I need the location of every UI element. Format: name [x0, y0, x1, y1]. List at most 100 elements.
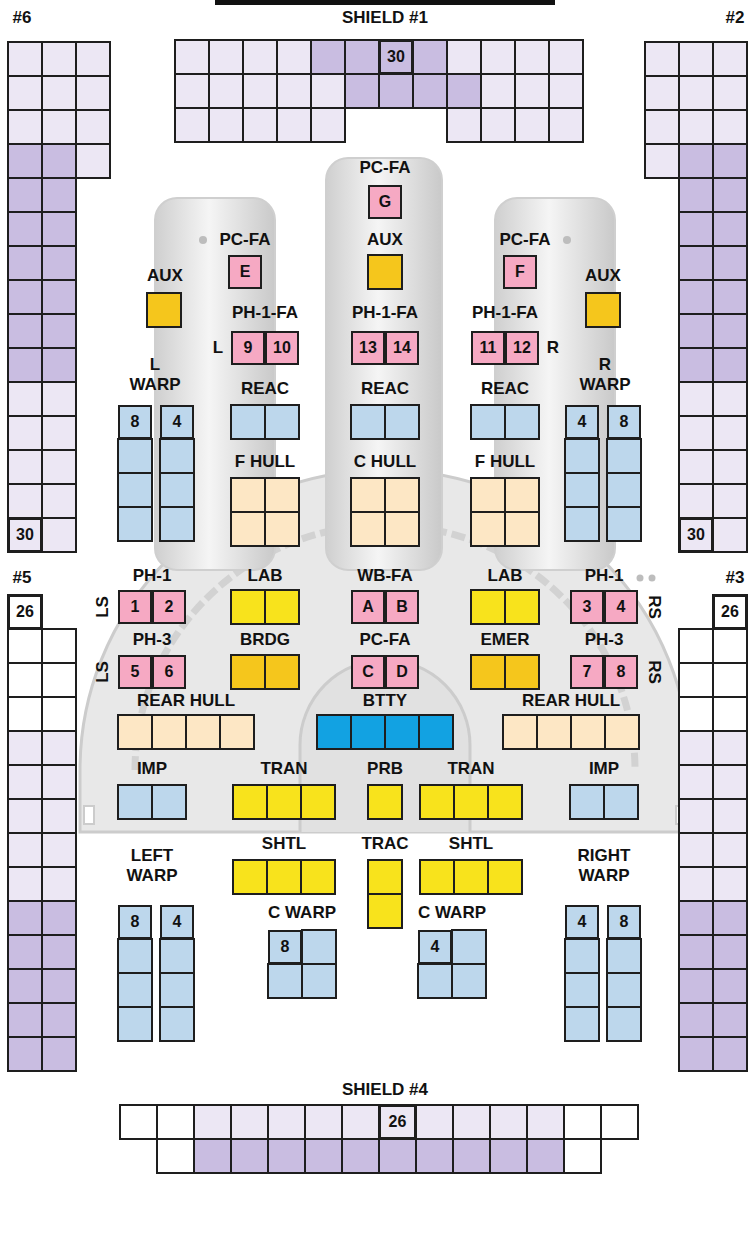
system-cell	[679, 518, 713, 552]
system-cell	[231, 405, 265, 439]
box-number: 2	[165, 599, 174, 615]
system-cell	[379, 40, 413, 74]
system-cell	[265, 655, 299, 689]
box-number: A	[362, 599, 374, 615]
system-cell	[679, 76, 713, 110]
system-cell	[302, 930, 336, 964]
system-cell	[420, 860, 454, 894]
system-cell	[42, 697, 76, 731]
system-label: BRDG	[240, 630, 290, 650]
system-cell	[277, 74, 311, 108]
system-cell	[194, 1105, 231, 1139]
system-box: B	[385, 590, 419, 624]
system-cell	[571, 715, 605, 749]
system-label: WB-FA	[357, 566, 413, 586]
system-cell	[607, 973, 641, 1007]
title-bar	[215, 0, 555, 5]
system-cell	[416, 1139, 453, 1173]
system-cell	[713, 382, 747, 416]
system-cell	[549, 108, 583, 142]
system-label: SHTL	[262, 834, 306, 854]
box-number: 8	[131, 414, 140, 430]
system-cell	[713, 731, 747, 765]
system-cell	[302, 964, 336, 998]
system-cell	[505, 405, 539, 439]
system-cell	[379, 74, 413, 108]
system-cell	[8, 697, 42, 731]
system-cell	[471, 512, 505, 546]
system-cell	[277, 108, 311, 142]
system-cell	[713, 518, 747, 552]
system-cell	[147, 293, 181, 327]
system-cell	[42, 314, 76, 348]
box-number: 1	[131, 599, 140, 615]
system-box: 30	[379, 40, 413, 74]
system-cell	[713, 110, 747, 144]
system-cell	[565, 973, 599, 1007]
system-cell	[713, 212, 747, 246]
system-cell	[160, 439, 194, 473]
system-cell	[565, 1007, 599, 1041]
system-cell	[342, 1139, 379, 1173]
system-cell	[447, 108, 481, 142]
system-cell	[42, 416, 76, 450]
system-cell	[385, 405, 419, 439]
system-cell	[527, 1105, 564, 1139]
hull-light	[637, 575, 644, 582]
system-cell	[488, 785, 522, 819]
system-cell	[447, 40, 481, 74]
system-cell	[8, 731, 42, 765]
system-cell	[42, 833, 76, 867]
system-box: F	[503, 255, 537, 289]
system-cell	[607, 507, 641, 541]
box-number: 30	[16, 527, 34, 543]
hull-notch	[84, 806, 94, 824]
system-cell	[481, 108, 515, 142]
system-label: PRB	[367, 759, 403, 779]
system-cell	[679, 382, 713, 416]
system-cell	[679, 484, 713, 518]
system-label: REAC	[481, 379, 529, 399]
system-cell	[607, 439, 641, 473]
system-cell	[231, 655, 265, 689]
system-cell	[311, 74, 345, 108]
system-cell	[368, 255, 402, 289]
system-box: A	[351, 590, 385, 624]
system-label: SHIELD #1	[342, 8, 428, 28]
system-label: PC-FA	[360, 158, 411, 178]
system-cell	[471, 590, 505, 624]
system-cell	[413, 74, 447, 108]
system-cell	[8, 416, 42, 450]
system-cell	[8, 1003, 42, 1037]
system-cell	[175, 74, 209, 108]
system-label: RS	[644, 660, 664, 684]
system-cell	[679, 697, 713, 731]
system-cell	[452, 964, 486, 998]
box-number: 10	[273, 340, 291, 356]
system-cell	[453, 1105, 490, 1139]
system-box: 1	[118, 590, 152, 624]
system-cell	[265, 405, 299, 439]
system-box: 30	[679, 518, 713, 552]
system-box: 11	[471, 331, 505, 365]
system-box: 26	[713, 595, 747, 629]
box-number: 8	[620, 414, 629, 430]
system-label: PC-FA	[220, 230, 271, 250]
system-cell	[8, 595, 42, 629]
system-label: TRAN	[260, 759, 307, 779]
system-cell	[8, 799, 42, 833]
system-cell	[42, 867, 76, 901]
system-cell	[385, 715, 419, 749]
box-number: 5	[131, 664, 140, 680]
system-cell	[413, 40, 447, 74]
system-cell	[713, 1003, 747, 1037]
system-cell	[42, 348, 76, 382]
system-cell	[471, 478, 505, 512]
system-cell	[8, 144, 42, 178]
system-box: 14	[385, 331, 419, 365]
system-cell	[549, 40, 583, 74]
system-label: REAC	[241, 379, 289, 399]
system-cell	[175, 40, 209, 74]
system-label: TRAN	[447, 759, 494, 779]
system-label: IMP	[137, 759, 167, 779]
